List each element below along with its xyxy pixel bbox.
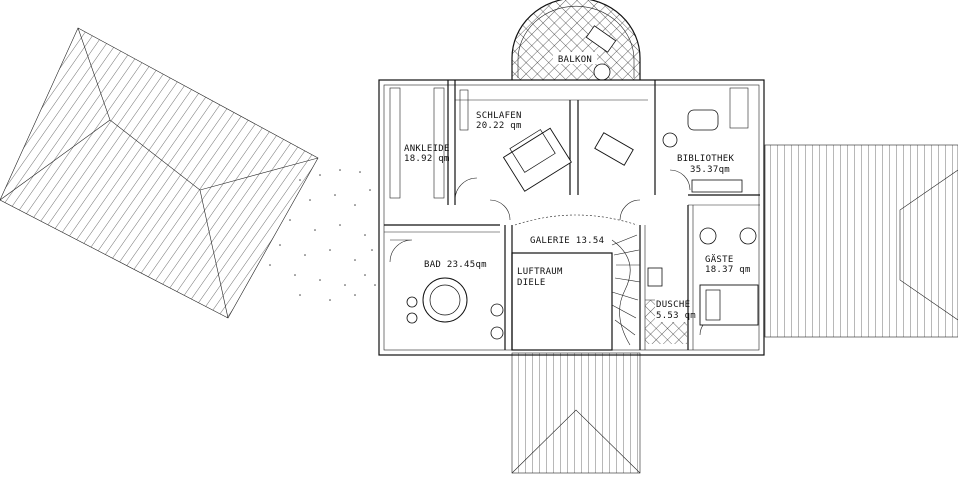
desk-bibliothek [594,109,743,193]
stairs [611,234,641,346]
room-area-gaeste: 18.37 qm [705,265,751,275]
room-label-bibliothek: BIBLIOTHEK [677,154,734,164]
room-label-ankleide: ANKLEIDE [404,144,450,154]
roof-left [0,27,319,319]
bed-schlafen [502,127,572,192]
room-area-dusche: 5.53 qm [656,311,696,321]
room-area-bibliothek: 35.37qm [690,165,730,175]
balkon: BALKON [511,0,641,81]
room-area-schlafen: 20.22 qm [476,121,522,131]
room-area-ankleide: 18.92 qm [404,154,450,164]
room-label-dusche: DUSCHE [656,300,690,310]
room-label-galerie: GALERIE 13.54 [530,236,604,246]
interior-walls [384,80,760,351]
room-label-luftraum: LUFTRAUM [517,267,563,277]
room-labels: ANKLEIDE 18.92 qm SCHLAFEN 20.22 qm BIBL… [404,111,751,322]
bed-gaeste [699,227,759,326]
room-label-schlafen: SCHLAFEN [476,111,522,121]
terrace-dots [269,169,376,301]
room-label-bad: BAD 23.45qm [424,260,487,270]
room-label-diele: DIELE [517,278,546,288]
bathtub [406,277,504,340]
room-label-balkon: BALKON [558,55,592,65]
roof-bottom [511,352,641,474]
room-label-gaeste: GÄSTE [705,254,734,265]
wardrobes [389,87,749,199]
roof-right [764,144,958,338]
